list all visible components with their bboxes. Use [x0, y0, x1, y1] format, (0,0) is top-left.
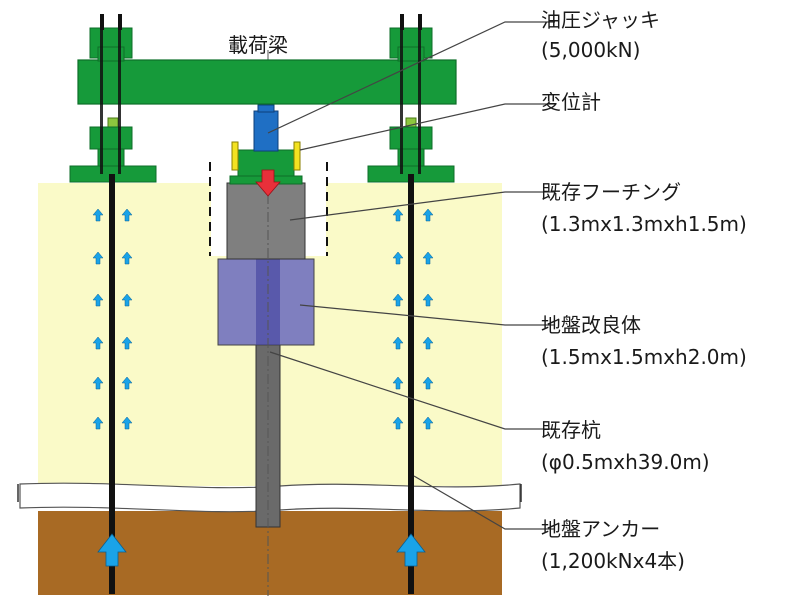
small-arrow-up-icon: [422, 416, 434, 430]
small-arrow-up-icon: [392, 293, 404, 307]
small-arrow-up-icon: [422, 251, 434, 265]
displacement-gauge-left: [231, 141, 239, 171]
loading-beam-label: 載荷梁: [228, 33, 288, 57]
small-arrow-up-icon: [92, 208, 104, 222]
hydraulic-jack-capacity: (5,000kN): [541, 38, 641, 62]
small-arrow-up-icon: [92, 293, 104, 307]
existing-pile-label: 既存杭: [541, 418, 601, 442]
small-arrow-up-icon: [121, 251, 133, 265]
load-arrow-down-icon: [255, 169, 281, 197]
small-arrow-up-icon: [422, 208, 434, 222]
existing-footing-size: (1.3mx1.3mxh1.5m): [541, 212, 747, 236]
existing-pile-size: (φ0.5mxh39.0m): [541, 450, 710, 474]
small-arrow-up-icon: [392, 416, 404, 430]
hydraulic-jack-label: 油圧ジャッキ: [541, 8, 660, 32]
small-arrow-up-icon: [121, 336, 133, 350]
displacement-gauge-right: [293, 141, 301, 171]
small-arrow-up-icon: [92, 336, 104, 350]
hydraulic-jack: [253, 110, 279, 152]
anchor-assembly-left: [69, 14, 157, 594]
small-arrow-up-icon: [92, 376, 104, 390]
displacement-gauge-label: 変位計: [541, 90, 601, 114]
ground-anchor-spec: (1,200kNx4本): [541, 549, 685, 573]
anchor-assembly-right: [367, 14, 455, 594]
leader-lines: [267, 21, 555, 530]
resistance-arrows: [92, 208, 434, 430]
improved-ground-size: (1.5mx1.5mxh2.0m): [541, 345, 747, 369]
existing-footing: [226, 182, 306, 260]
existing-footing-label: 既存フーチング: [541, 180, 681, 204]
small-arrow-up-icon: [121, 376, 133, 390]
anchor-arrow-up-icon-left: [97, 533, 127, 567]
small-arrow-up-icon: [422, 293, 434, 307]
small-arrow-up-icon: [422, 376, 434, 390]
small-arrow-up-icon: [422, 336, 434, 350]
improved-ground-label: 地盤改良体: [541, 313, 641, 337]
small-arrow-up-icon: [121, 293, 133, 307]
small-arrow-up-icon: [392, 336, 404, 350]
loading-beam: [77, 59, 457, 105]
small-arrow-up-icon: [121, 416, 133, 430]
small-arrow-up-icon: [392, 251, 404, 265]
small-arrow-up-icon: [392, 376, 404, 390]
ground-anchor-label: 地盤アンカー: [541, 517, 661, 541]
anchor-arrow-up-icon-right: [396, 533, 426, 567]
small-arrow-up-icon: [392, 208, 404, 222]
small-arrow-up-icon: [92, 416, 104, 430]
small-arrow-up-icon: [121, 208, 133, 222]
jack-cap: [257, 104, 275, 113]
small-arrow-up-icon: [92, 251, 104, 265]
